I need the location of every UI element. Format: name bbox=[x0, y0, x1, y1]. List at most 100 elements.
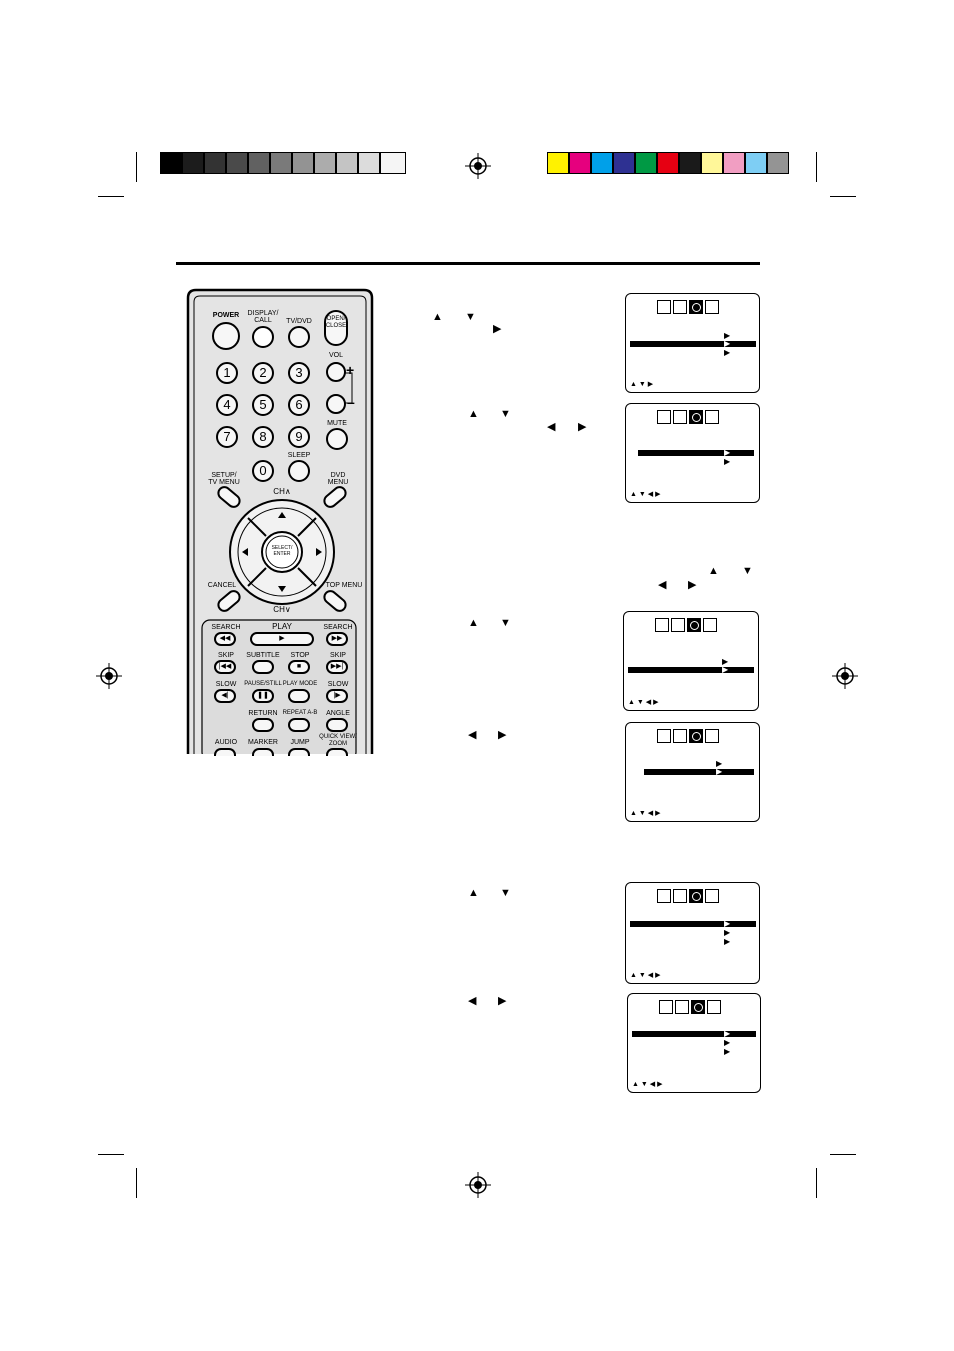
submenu-arrow-icon: ▶ bbox=[724, 457, 731, 466]
audio-label: AUDIO bbox=[214, 739, 238, 746]
sleep-label: SLEEP bbox=[287, 452, 311, 459]
audio-button[interactable] bbox=[214, 748, 236, 756]
number-3-button[interactable]: 3 bbox=[288, 362, 310, 384]
repeat-button[interactable] bbox=[288, 718, 310, 732]
slow-fwd-label: SLOW bbox=[327, 681, 349, 688]
number-5-button[interactable]: 5 bbox=[252, 394, 274, 416]
nav-hint: ▲ ▼ ◀ ▶ bbox=[630, 491, 661, 498]
skip-fwd-label: SKIP bbox=[330, 652, 346, 659]
setup-label: SETUP/ TV MENU bbox=[208, 472, 240, 486]
crop-mark bbox=[830, 196, 856, 197]
submenu-arrow-icon: ▶ bbox=[724, 1047, 731, 1056]
direction-pad[interactable] bbox=[228, 498, 336, 606]
number-0-button[interactable]: 0 bbox=[252, 460, 274, 482]
menu-screen-1: ▶ ▶ ▶ ▲ ▼ ▶ bbox=[625, 293, 760, 393]
registration-mark-icon bbox=[465, 1172, 491, 1198]
submenu-arrow-icon: ▶ bbox=[724, 448, 731, 457]
down-arrow-icon: ▼ bbox=[500, 617, 511, 629]
number-8-button[interactable]: 8 bbox=[252, 426, 274, 448]
subtitle-button[interactable] bbox=[252, 660, 274, 674]
marker-button[interactable] bbox=[252, 748, 274, 756]
sleep-button[interactable] bbox=[288, 460, 310, 482]
crop-mark bbox=[816, 152, 817, 182]
search-fwd-button[interactable]: ▶▶ bbox=[326, 632, 348, 646]
highlight-bar bbox=[644, 769, 754, 775]
nav-hint: ▲ ▼ ◀ ▶ bbox=[630, 972, 661, 979]
number-7-button[interactable]: 7 bbox=[216, 426, 238, 448]
right-arrow-icon: ▶ bbox=[498, 729, 507, 741]
left-arrow-icon: ◀ bbox=[547, 421, 556, 433]
pause-still-label: PAUSE/STILL bbox=[244, 681, 282, 687]
header-rule bbox=[176, 262, 760, 265]
open-close-label: OPEN/ CLOSE bbox=[325, 316, 347, 329]
angle-label: ANGLE bbox=[326, 710, 350, 717]
up-arrow-icon: ▲ bbox=[468, 887, 479, 899]
angle-button[interactable] bbox=[326, 718, 348, 732]
play-label: PLAY bbox=[272, 622, 292, 631]
play-mode-button[interactable] bbox=[288, 689, 310, 703]
vol-up-button[interactable] bbox=[326, 362, 346, 382]
stop-button[interactable]: ■ bbox=[288, 660, 310, 674]
submenu-arrow-icon: ▶ bbox=[724, 348, 731, 357]
skip-back-button[interactable]: |◀◀ bbox=[214, 660, 236, 674]
number-9-button[interactable]: 9 bbox=[288, 426, 310, 448]
down-arrow-icon: ▼ bbox=[742, 565, 753, 577]
subtitle-label: SUBTITLE bbox=[246, 652, 280, 659]
highlight-bar bbox=[630, 341, 756, 347]
crop-mark bbox=[816, 1168, 817, 1198]
nav-hint: ▲ ▼ ◀ ▶ bbox=[630, 810, 661, 817]
right-arrow-icon: ▶ bbox=[493, 323, 502, 335]
submenu-arrow-icon: ▶ bbox=[722, 665, 729, 674]
return-button[interactable] bbox=[252, 718, 274, 732]
crop-mark bbox=[830, 1154, 856, 1155]
mute-button[interactable] bbox=[326, 428, 348, 450]
left-arrow-icon: ◀ bbox=[468, 995, 477, 1007]
top-menu-label: TOP MENU bbox=[325, 582, 363, 589]
play-button[interactable]: ▶ bbox=[250, 632, 314, 646]
power-button[interactable] bbox=[212, 322, 240, 350]
mute-label: MUTE bbox=[327, 420, 347, 427]
submenu-arrow-icon: ▶ bbox=[724, 919, 731, 928]
submenu-arrow-icon: ▶ bbox=[724, 937, 731, 946]
number-2-button[interactable]: 2 bbox=[252, 362, 274, 384]
left-arrow-icon: ◀ bbox=[658, 579, 667, 591]
select-enter-label: SELECT/ ENTER bbox=[271, 545, 293, 557]
right-arrow-icon: ▶ bbox=[688, 579, 697, 591]
display-call-button[interactable] bbox=[252, 326, 274, 348]
number-4-button[interactable]: 4 bbox=[216, 394, 238, 416]
quick-view-button[interactable] bbox=[326, 748, 348, 756]
submenu-arrow-icon: ▶ bbox=[722, 657, 729, 666]
slow-fwd-button[interactable]: |▶ bbox=[326, 689, 348, 703]
cancel-label: CANCEL bbox=[207, 582, 237, 589]
registration-mark-icon bbox=[96, 663, 122, 689]
search-fwd-label: SEARCH bbox=[323, 624, 353, 631]
number-6-button[interactable]: 6 bbox=[288, 394, 310, 416]
search-back-button[interactable]: ◀◀ bbox=[214, 632, 236, 646]
tv-dvd-button[interactable] bbox=[288, 326, 310, 348]
number-1-button[interactable]: 1 bbox=[216, 362, 238, 384]
submenu-arrow-icon: ▶ bbox=[724, 339, 731, 348]
skip-back-label: SKIP bbox=[218, 652, 234, 659]
skip-fwd-button[interactable]: ▶▶| bbox=[326, 660, 348, 674]
power-label: POWER bbox=[212, 312, 240, 319]
down-arrow-icon: ▼ bbox=[500, 887, 511, 899]
jump-button[interactable] bbox=[288, 748, 310, 756]
submenu-arrow-icon: ▶ bbox=[724, 1038, 731, 1047]
remote-control: POWER DISPLAY/ CALL TV/DVD OPEN/ CLOSE 1… bbox=[186, 288, 374, 756]
highlight-bar bbox=[632, 1031, 756, 1037]
slow-back-label: SLOW bbox=[215, 681, 237, 688]
slow-back-button[interactable]: ◀| bbox=[214, 689, 236, 703]
submenu-arrow-icon: ▶ bbox=[724, 1029, 731, 1038]
return-label: RETURN bbox=[248, 710, 278, 717]
vol-down-button[interactable] bbox=[326, 394, 346, 414]
play-mode-label: PLAY MODE bbox=[282, 681, 318, 687]
marker-label: MARKER bbox=[248, 739, 278, 746]
registration-mark-icon bbox=[465, 153, 491, 179]
open-close-button[interactable] bbox=[324, 310, 348, 346]
repeat-label: REPEAT A-B bbox=[282, 710, 318, 716]
submenu-arrow-icon: ▶ bbox=[724, 331, 731, 340]
jump-label: JUMP bbox=[290, 739, 310, 746]
pause-still-button[interactable]: ❚❚ bbox=[252, 689, 274, 703]
crop-mark bbox=[136, 152, 137, 182]
menu-screen-4: ▶ ▶ ▲ ▼ ◀ ▶ bbox=[625, 722, 760, 822]
